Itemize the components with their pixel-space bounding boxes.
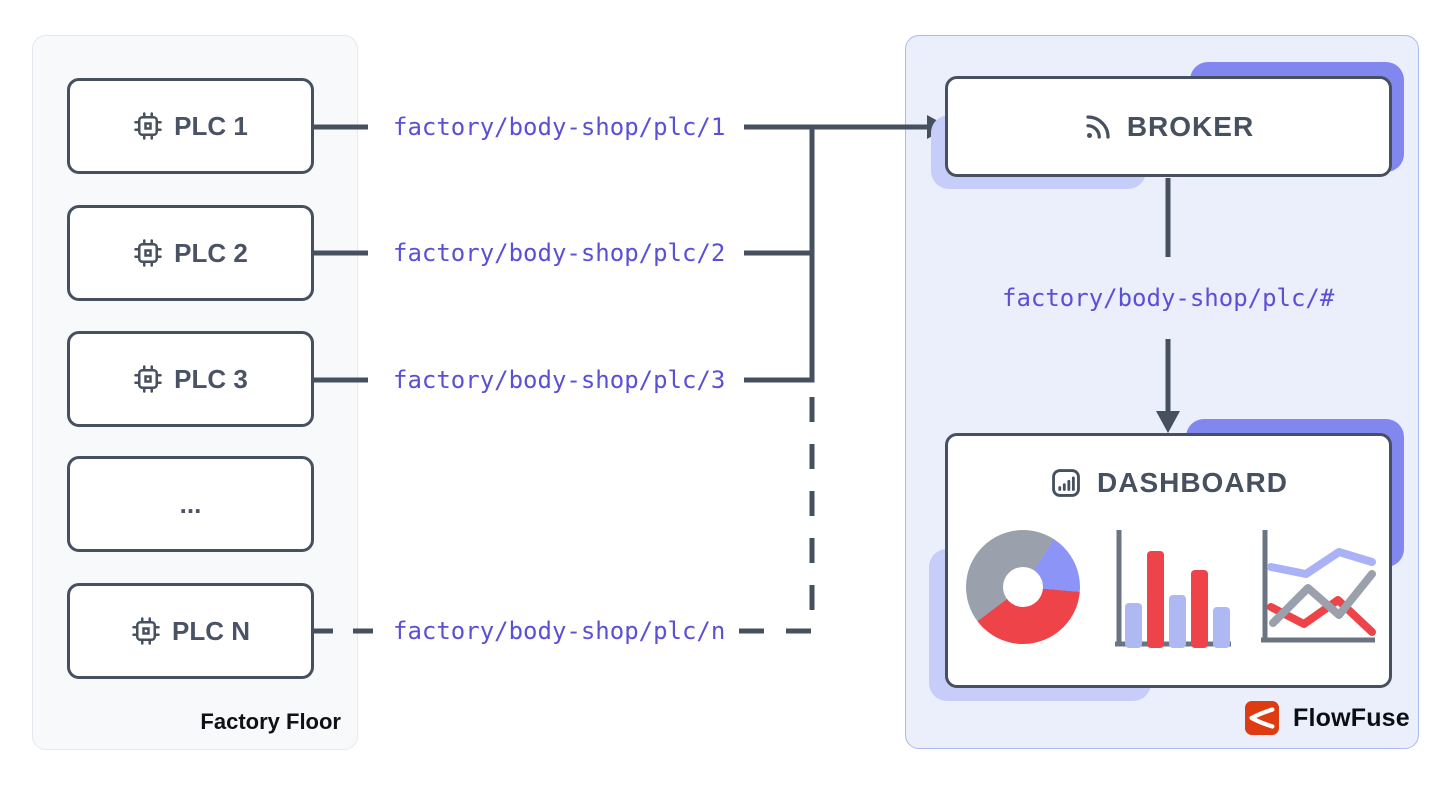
mini-bar-chart — [1115, 530, 1231, 648]
cpu-icon — [133, 364, 163, 394]
cpu-icon — [131, 616, 161, 646]
topic-label-plc1: factory/body-shop/plc/1 — [393, 113, 726, 141]
rss-icon — [1083, 112, 1113, 142]
donut-chart — [966, 530, 1080, 644]
plc-1-label: PLC 1 — [174, 110, 248, 141]
plc-2-label: PLC 2 — [174, 237, 248, 268]
flowfuse-name: FlowFuse — [1293, 703, 1410, 732]
plc-ellipsis-box: ... — [67, 456, 314, 552]
cpu-icon — [133, 238, 163, 268]
dashboard-box: DASHBOARD — [945, 433, 1392, 688]
broker-box: BROKER — [945, 76, 1392, 177]
plc-3-box: PLC 3 — [67, 331, 314, 427]
plc-n-box: PLC N — [67, 583, 314, 679]
topic-label-plc3: factory/body-shop/plc/3 — [393, 366, 726, 394]
bar-chart-icon — [1049, 466, 1083, 500]
plc-n-label: PLC N — [172, 615, 250, 646]
factory-floor-panel: PLC 1 PLC 2 PLC 3 ... — [32, 35, 358, 750]
plc-3-label: PLC 3 — [174, 363, 248, 394]
flowfuse-logo: FlowFuse — [1245, 701, 1410, 735]
broker-label: BROKER — [1126, 110, 1255, 142]
mini-line-chart — [1261, 530, 1376, 643]
cpu-icon — [133, 111, 163, 141]
plc-2-box: PLC 2 — [67, 205, 314, 301]
dashboard-label: DASHBOARD — [1097, 467, 1288, 498]
flowfuse-icon — [1245, 701, 1279, 735]
ellipsis-label: ... — [179, 488, 202, 519]
topic-label-wildcard: factory/body-shop/plc/# — [1002, 284, 1335, 312]
topic-label-plcn: factory/body-shop/plc/n — [393, 617, 726, 645]
factory-floor-caption: Factory Floor — [200, 709, 341, 734]
topic-label-plc2: factory/body-shop/plc/2 — [393, 239, 726, 267]
plc-1-box: PLC 1 — [67, 78, 314, 174]
